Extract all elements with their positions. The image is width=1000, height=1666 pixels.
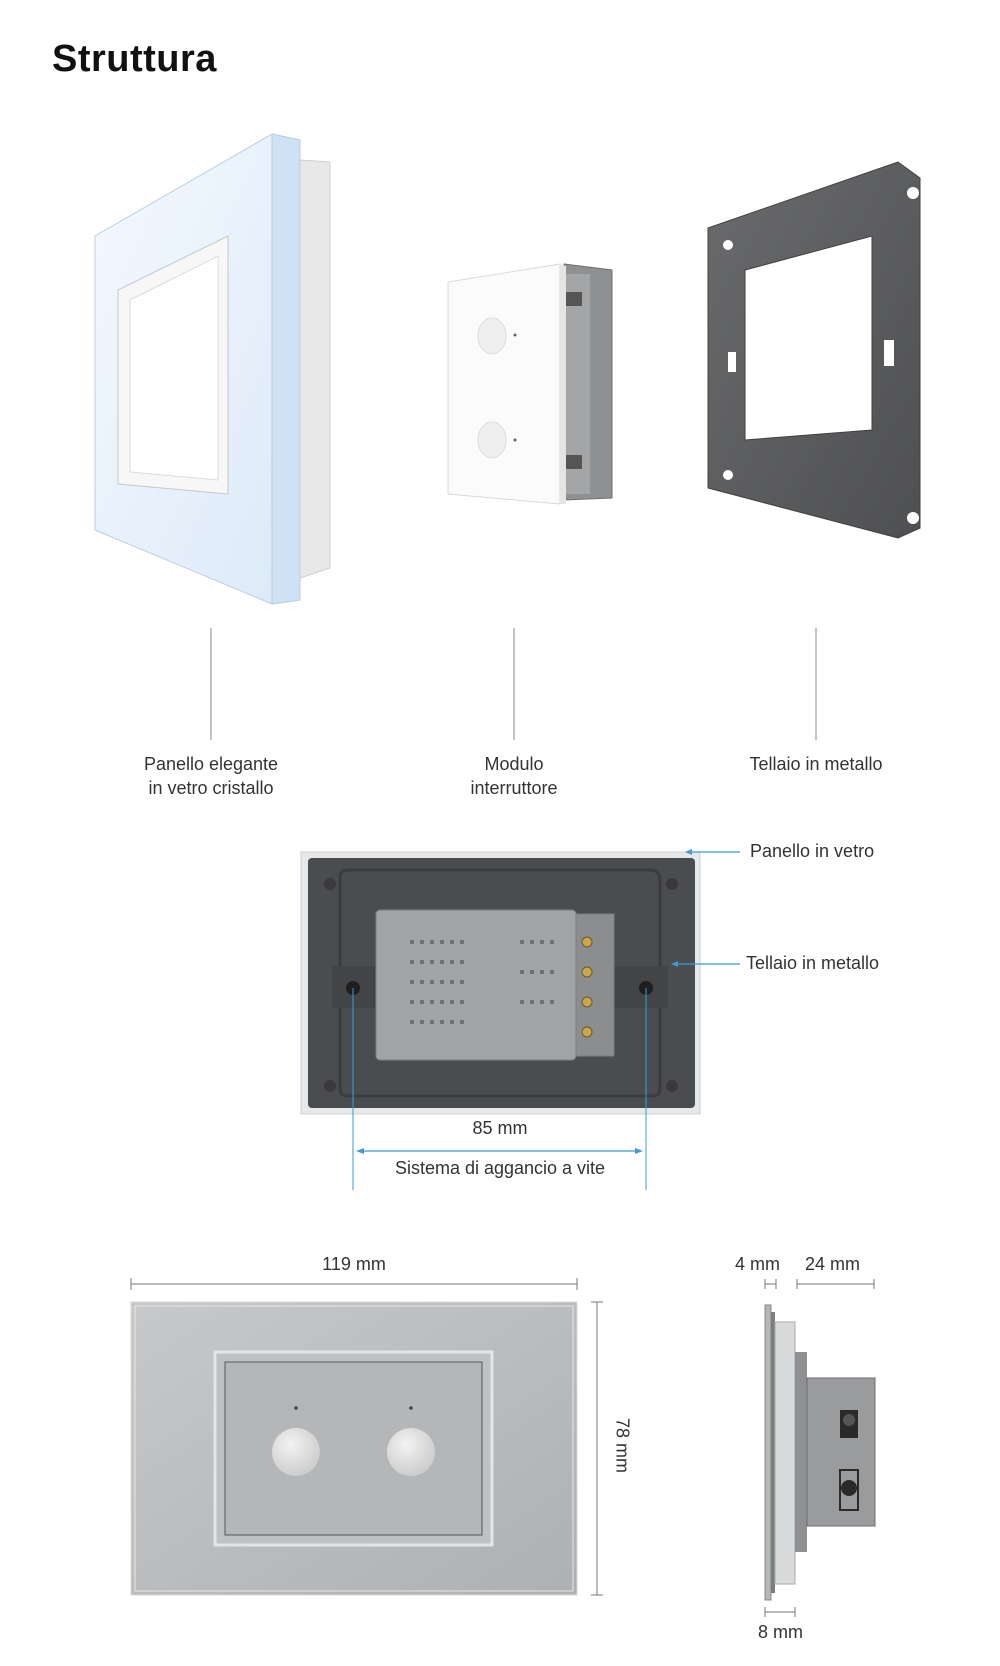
switch-module-illustration <box>447 263 613 505</box>
metal-frame-illustration <box>707 161 921 539</box>
panel-depth-label: 8 mm <box>758 1622 803 1642</box>
glass-panel-caption: Panello elegante in vetro cristallo <box>143 754 279 798</box>
front-view-illustration <box>130 1278 603 1596</box>
glass-panel-label: Panello in vetro <box>750 841 875 861</box>
screw-spacing-label: 85 mm <box>472 1118 528 1138</box>
glass-thickness-label: 4 mm <box>735 1254 780 1274</box>
switch-module-caption: Modulo interruttore <box>470 754 558 798</box>
glass-panel-illustration <box>94 133 331 605</box>
screw-mount-label: Sistema di aggancio a vite <box>394 1158 606 1178</box>
width-dimension-label: 119 mm <box>322 1254 386 1274</box>
metal-frame-label: Tellaio in metallo <box>746 953 880 973</box>
metal-frame-caption: Tellaio in metallo <box>749 754 883 774</box>
side-view-illustration <box>764 1279 876 1617</box>
depth-label: 24 mm <box>805 1254 861 1274</box>
page-title: Struttura <box>52 38 217 80</box>
height-dimension-label: 78 mm <box>612 1417 633 1473</box>
back-view-illustration <box>300 849 740 1190</box>
